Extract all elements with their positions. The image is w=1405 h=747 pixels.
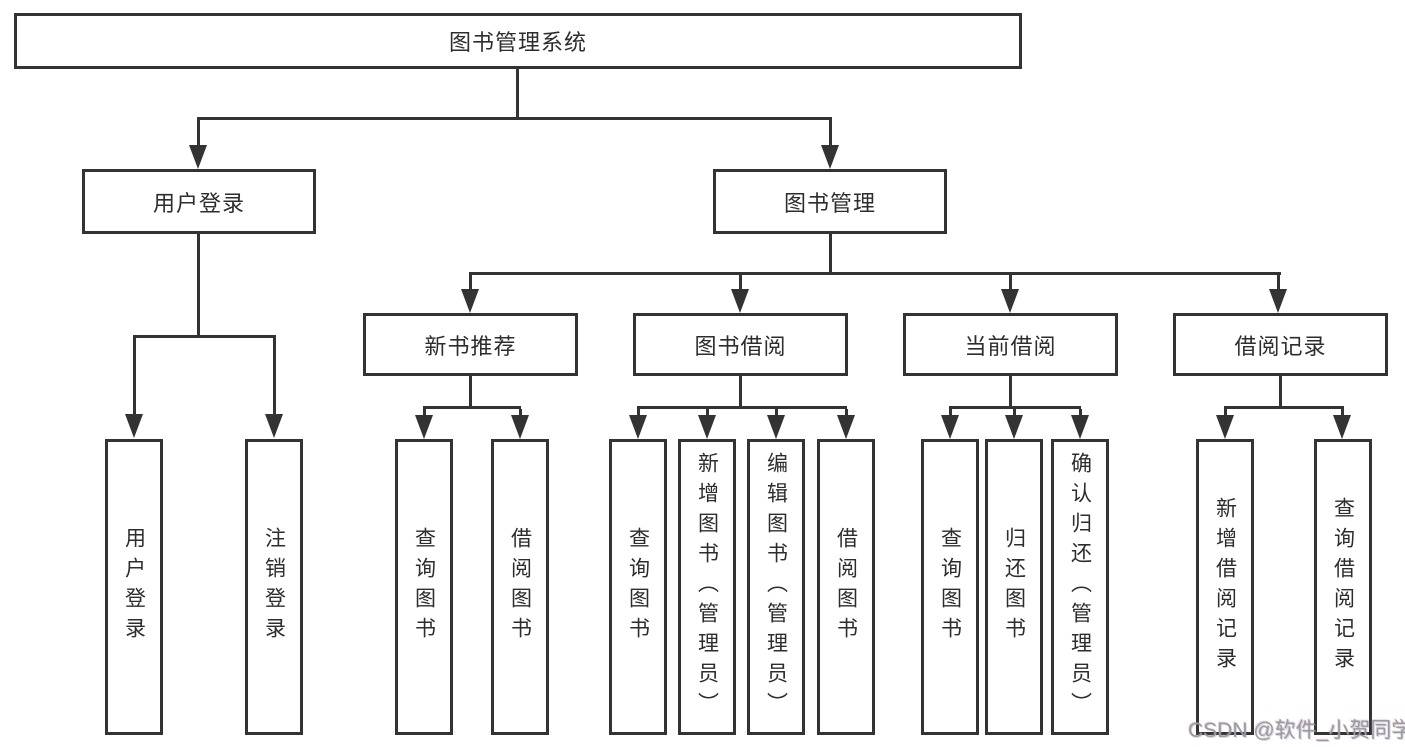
leaf-confirm-return-admin: 确认归还（管理员） <box>1051 439 1109 735</box>
connector-module-bar <box>949 406 1081 409</box>
node-borrow-records: 借阅记录 <box>1173 313 1388 376</box>
connector-drop-leaf <box>1013 409 1016 415</box>
leaf-label: 归还图书 <box>1002 527 1026 647</box>
leaf-query-books-borrow: 查询图书 <box>609 439 667 735</box>
connector-drop-module <box>469 275 472 289</box>
arrow-down-icon <box>767 415 785 439</box>
connector-module-stem <box>469 376 472 408</box>
arrow-down-icon <box>629 415 647 439</box>
leaf-label: 查询图书 <box>626 527 650 647</box>
connector-drop-leaf <box>519 409 522 415</box>
leaf-label: 新增图书（管理员） <box>695 452 719 722</box>
connector-module-stem <box>1279 376 1282 408</box>
connector-drop-leaf <box>637 409 640 415</box>
node-root-label: 图书管理系统 <box>448 30 587 55</box>
arrow-down-icon <box>415 415 433 439</box>
node-book-borrow: 图书借阅 <box>633 313 848 376</box>
arrow-down-icon <box>461 289 479 313</box>
node-user-login-label: 用户登录 <box>152 190 245 216</box>
connector-drop-module <box>739 275 742 289</box>
arrow-down-icon <box>125 414 143 438</box>
arrow-down-icon <box>698 415 716 439</box>
connector-module-bar <box>637 406 847 409</box>
connector-drop-leaf <box>1341 409 1344 415</box>
node-borrow-records-label: 借阅记录 <box>1234 333 1327 359</box>
node-user-login: 用户登录 <box>82 169 316 234</box>
arrow-down-icon <box>1005 415 1023 439</box>
connector-root-bar <box>197 117 832 120</box>
connector-drop-user-login <box>197 119 200 145</box>
connector-drop-leaf <box>423 409 426 415</box>
connector-drop-module <box>1277 275 1280 289</box>
arrow-down-icon <box>837 415 855 439</box>
leaf-label: 确认归还（管理员） <box>1068 452 1092 722</box>
node-book-management-label: 图书管理 <box>783 190 876 216</box>
connector-module-stem <box>739 376 742 408</box>
leaf-label: 用户登录 <box>122 527 146 647</box>
connector-drop-leaf <box>273 338 276 414</box>
node-current-borrow: 当前借阅 <box>903 313 1118 376</box>
connector-drop-leaf <box>133 338 136 414</box>
leaf-return-books: 归还图书 <box>985 439 1043 735</box>
arrow-down-icon <box>265 414 283 438</box>
connector-bookmgmt-stem <box>829 234 832 274</box>
arrow-down-icon <box>821 145 839 169</box>
connector-userlogin-stem <box>197 234 200 338</box>
connector-module-bar <box>1224 406 1344 409</box>
connector-drop-leaf <box>775 409 778 415</box>
leaf-label: 编辑图书（管理员） <box>764 452 788 722</box>
leaf-borrow-books-recommend: 借阅图书 <box>491 439 549 735</box>
node-root: 图书管理系统 <box>14 13 1022 69</box>
leaf-label: 查询图书 <box>412 527 436 647</box>
connector-root-stem <box>516 69 519 119</box>
leaf-edit-books-admin: 编辑图书（管理员） <box>747 439 805 735</box>
node-new-book-recommend: 新书推荐 <box>363 313 578 376</box>
leaf-label: 查询图书 <box>938 527 962 647</box>
leaf-label: 新增借阅记录 <box>1213 497 1237 677</box>
leaf-add-books-admin: 新增图书（管理员） <box>678 439 736 735</box>
arrow-down-icon <box>189 145 207 169</box>
node-current-borrow-label: 当前借阅 <box>964 333 1057 359</box>
arrow-down-icon <box>731 289 749 313</box>
connector-module-stem <box>1009 376 1012 408</box>
connector-drop-leaf <box>706 409 709 415</box>
leaf-query-books-recommend: 查询图书 <box>395 439 453 735</box>
leaf-label: 借阅图书 <box>508 527 532 647</box>
leaf-label: 借阅图书 <box>834 527 858 647</box>
csdn-watermark: CSDN @软件_小贺同学 <box>1188 719 1405 742</box>
arrow-down-icon <box>1071 415 1089 439</box>
arrow-down-icon <box>1269 289 1287 313</box>
connector-drop-leaf <box>1079 409 1082 415</box>
arrow-down-icon <box>511 415 529 439</box>
connector-drop-leaf <box>845 409 848 415</box>
leaf-borrow-books: 借阅图书 <box>817 439 875 735</box>
arrow-down-icon <box>941 415 959 439</box>
connector-drop-book-management <box>829 119 832 145</box>
connector-module-bar <box>423 406 521 409</box>
leaf-query-books-current: 查询图书 <box>921 439 979 735</box>
node-book-management: 图书管理 <box>713 169 947 234</box>
leaf-logout: 注销登录 <box>245 439 303 735</box>
node-new-book-recommend-label: 新书推荐 <box>424 333 517 359</box>
connector-drop-leaf <box>949 409 952 415</box>
connector-drop-leaf <box>1224 409 1227 415</box>
connector-drop-module <box>1009 275 1012 289</box>
leaf-label: 注销登录 <box>262 527 286 647</box>
leaf-add-borrow-record: 新增借阅记录 <box>1196 439 1254 735</box>
arrow-down-icon <box>1333 415 1351 439</box>
connector-userlogin-bar <box>133 335 276 338</box>
arrow-down-icon <box>1216 415 1234 439</box>
arrow-down-icon <box>1001 289 1019 313</box>
leaf-user-login: 用户登录 <box>105 439 163 735</box>
leaf-query-borrow-record: 查询借阅记录 <box>1314 439 1372 735</box>
leaf-label: 查询借阅记录 <box>1331 497 1355 677</box>
connector-bookmgmt-bar <box>469 272 1281 275</box>
node-book-borrow-label: 图书借阅 <box>694 333 787 359</box>
